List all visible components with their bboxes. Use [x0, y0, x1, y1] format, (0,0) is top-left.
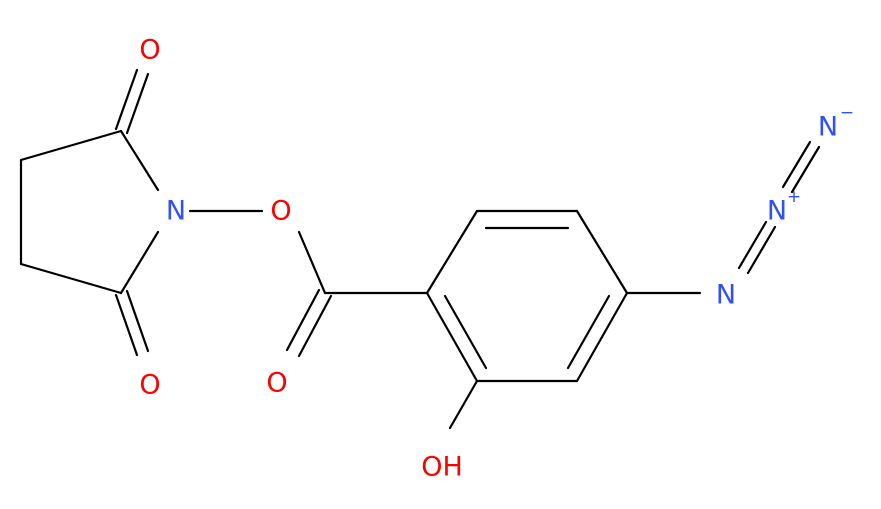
bond-carbonyl-top-b: [125, 72, 150, 135]
bond-carbonyl-top-a: [114, 68, 139, 131]
charge-plus: +: [787, 187, 801, 207]
benzene-ring: [425, 209, 702, 430]
bond-ring-c1-n: [119, 129, 160, 192]
bond-azide-1-2-b: [746, 225, 777, 275]
bond-ar-3-4: [575, 209, 629, 295]
atom-n-ring: N: [166, 196, 186, 227]
atom-labels: O N O O O OH N N + N −: [139, 35, 854, 483]
atom-o-top: O: [139, 35, 160, 66]
bond-c-oh: [448, 379, 479, 430]
bond-ring-c2-c1: [19, 129, 123, 162]
bond-ester-carbonyl-b: [297, 294, 333, 358]
atom-n-azide-1: N: [716, 280, 736, 311]
bond-azide-2-3-b: [790, 145, 821, 194]
azide-group: [737, 140, 821, 275]
bond-ar-4-5: [575, 291, 629, 383]
succinimide-ring: [19, 68, 160, 357]
bond-carbonyl-bottom-a: [114, 293, 139, 357]
charge-minus: −: [840, 103, 854, 123]
bond-carbonyl-bottom-b: [125, 289, 150, 353]
bond-ar-1-2: [425, 209, 479, 295]
atom-n-azide-2: N: [767, 196, 787, 227]
bond-ring-c4-c3: [19, 262, 123, 295]
bond-ring-n-c4: [119, 230, 160, 295]
ester-linkage: [188, 209, 429, 358]
bond-azide-1-2-a: [737, 220, 768, 270]
atom-o-bottom: O: [139, 370, 160, 401]
atom-n-azide-3: N: [818, 112, 838, 143]
bond-azide-2-3-a: [781, 140, 812, 189]
bond-ar-inner-b: [566, 294, 611, 370]
bond-ar-inner-c: [443, 294, 488, 370]
atom-oh: OH: [421, 452, 463, 483]
atom-o-link: O: [270, 196, 291, 227]
bond-ester-carbonyl-a: [285, 288, 321, 352]
bond-ar-6-1: [425, 291, 479, 383]
bond-o-c-ester: [297, 230, 327, 295]
atom-o-ester: O: [266, 368, 287, 399]
